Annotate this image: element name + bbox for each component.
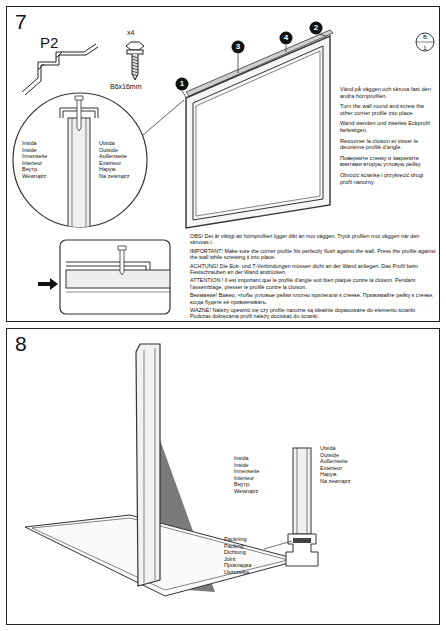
side-label: Inside xyxy=(22,147,37,153)
detail-circle xyxy=(13,93,184,238)
symbol-letter: B xyxy=(423,34,427,40)
profile-p2 xyxy=(22,44,98,95)
instruction-text: Wand wenden und zweites Eckprofil befest… xyxy=(340,120,434,133)
warning-text: IMPORTANT! Make sure the corner profile … xyxy=(190,248,436,261)
packing-label: Joint xyxy=(224,556,236,562)
wall-frame xyxy=(176,22,435,229)
section-detail xyxy=(264,448,318,566)
warning-text: ACHTUNG! Die Eck- und T-Verbindungen müs… xyxy=(190,263,436,276)
instruction-text: Поверните стенку и закрепите винтами вто… xyxy=(340,155,434,168)
side-label: Наруж. xyxy=(99,166,117,172)
callout-number: 4 xyxy=(284,34,288,42)
side-label: Внутр. xyxy=(234,481,251,487)
quantity: x4 xyxy=(127,29,134,37)
wall-standing xyxy=(25,344,300,596)
side-label: Utsida xyxy=(99,140,115,146)
side-label: Outside xyxy=(99,147,118,153)
side-label: Innenseite xyxy=(22,153,47,159)
screw-size: B6x16mm xyxy=(110,83,142,91)
instruction-text: Turn the wall round and screw the other … xyxy=(340,103,434,116)
packing-label: Прокладка xyxy=(224,562,252,568)
side-label: Wewnątrz xyxy=(22,173,46,179)
side-label: Na zewnątrz xyxy=(99,173,130,179)
symbol-number: 1 xyxy=(423,45,426,51)
detail-press xyxy=(38,240,170,314)
callout-number: 3 xyxy=(236,43,240,51)
side-label: Intérieur xyxy=(22,160,42,166)
warning-text: WAŻNE! Należy upewnić się czy profile na… xyxy=(190,307,436,320)
part-name: P2 xyxy=(40,34,58,52)
screw xyxy=(126,42,144,80)
packing-label: Dichtung xyxy=(224,549,246,555)
step-number: 8 xyxy=(15,333,27,354)
side-label: Innenseite xyxy=(234,468,259,474)
side-label: Внутр. xyxy=(22,166,39,172)
callout-number: 2 xyxy=(314,24,318,32)
side-label: Inside xyxy=(234,462,249,468)
instruction-text: Retourner la cloison et visser le deuxiè… xyxy=(340,138,434,151)
side-label: Наруж. xyxy=(320,471,338,477)
warning-text: Внимание! Важно, чтобы угловые рейки пло… xyxy=(190,292,436,305)
step-number: 7 xyxy=(15,11,27,32)
side-label: Außenseite xyxy=(99,153,127,159)
instruction-text: Vänd på väggen och skruva fast den andra… xyxy=(340,86,434,99)
callout-number: 1 xyxy=(180,80,184,88)
warning-text: OBS! Det är viktigt att hörnprofilen lig… xyxy=(190,233,436,246)
side-label: Utsida xyxy=(320,445,336,451)
step-panel: 8 xyxy=(6,328,440,625)
side-label: Extérieur xyxy=(320,465,342,471)
side-label: Intérieur xyxy=(234,475,254,481)
side-label: Outside xyxy=(320,452,339,458)
side-label: Wewnątrz xyxy=(234,488,258,494)
instruction-text: Obrócić ściankę i przykręcić drugi profi… xyxy=(340,172,434,185)
packing-label: Packning xyxy=(224,536,247,542)
side-label: Extérieur xyxy=(99,160,121,166)
side-label: Insida xyxy=(234,455,249,461)
packing-label: Uszczelka xyxy=(224,569,249,575)
side-label: Außenseite xyxy=(320,458,348,464)
packing-label: Packing xyxy=(224,543,244,549)
warning-text: ATTENTION ! Il est important que le prof… xyxy=(190,277,436,290)
side-label: Na zewnątrz xyxy=(320,478,351,484)
side-label: Insida xyxy=(22,140,37,146)
